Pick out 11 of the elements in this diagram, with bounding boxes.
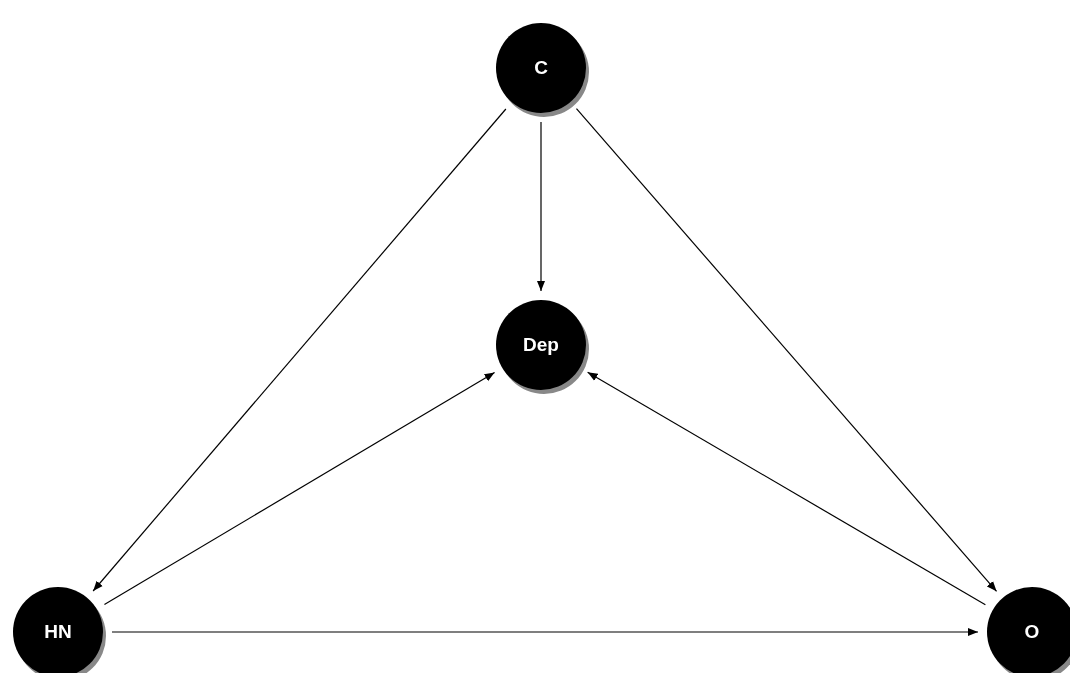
node-label: O — [1024, 621, 1040, 643]
node-label: Dep — [523, 334, 559, 356]
arrow — [537, 121, 545, 292]
arrow — [575, 108, 998, 592]
node-circle — [987, 587, 1070, 673]
node-label: C — [534, 57, 548, 79]
arrow — [103, 372, 496, 605]
arrow — [92, 108, 507, 592]
node-label: HN — [44, 621, 72, 643]
node-circle — [13, 587, 103, 673]
arrow — [111, 628, 979, 636]
